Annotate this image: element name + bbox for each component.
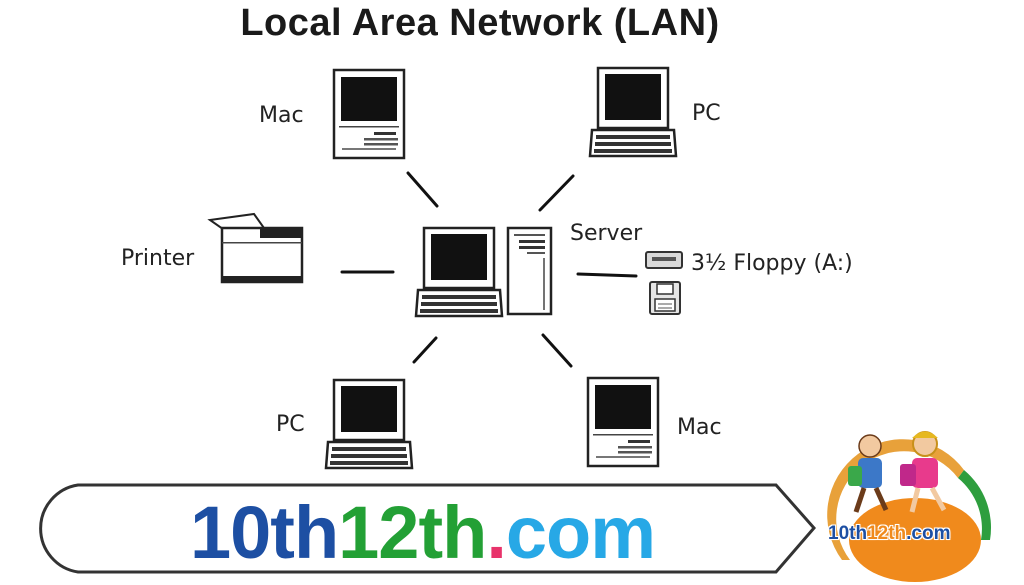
node-label-pc-top: PC <box>692 101 721 126</box>
logo-site-name: 10th12th.com <box>828 523 951 545</box>
link-mac-bottom <box>541 333 573 368</box>
floppy-drive-icon <box>645 251 683 269</box>
node-label-mac-bottom: Mac <box>677 415 722 440</box>
banner-arrow <box>39 483 816 574</box>
link-floppy <box>576 272 638 278</box>
logo-part-3: .com <box>906 523 951 544</box>
banner-dot: . <box>486 491 507 574</box>
server-tower-icon <box>506 226 553 316</box>
printer-icon <box>207 212 304 284</box>
node-label-floppy: 3½ Floppy (A:) <box>691 251 853 276</box>
link-mac-top <box>406 171 439 208</box>
pc-computer-icon <box>588 66 678 158</box>
node-label-mac-top: Mac <box>259 103 304 128</box>
network-links <box>340 171 638 368</box>
floppy-disk-icon <box>649 281 681 315</box>
logo-part-2: 12th <box>867 523 907 544</box>
node-label-pc-bottom: PC <box>276 412 305 437</box>
logo-part-1: 10th <box>828 523 868 544</box>
diagram-title: Local Area Network (LAN) <box>240 2 720 44</box>
banner-site-name: 10th12th.com <box>190 488 656 578</box>
link-pc-top <box>538 174 575 212</box>
mac-computer-icon <box>332 68 406 160</box>
banner-part-2: 12th <box>338 491 487 574</box>
node-label-server: Server <box>570 221 643 246</box>
server-pc-icon <box>414 226 504 318</box>
node-label-printer: Printer <box>121 246 195 271</box>
banner-part-3: com <box>505 491 656 574</box>
logo-emblem-icon <box>827 431 992 582</box>
link-pc-bottom <box>412 336 438 364</box>
pc-computer-icon <box>324 378 414 470</box>
banner-part-1: 10th <box>190 491 339 574</box>
mac-computer-icon <box>586 376 660 468</box>
